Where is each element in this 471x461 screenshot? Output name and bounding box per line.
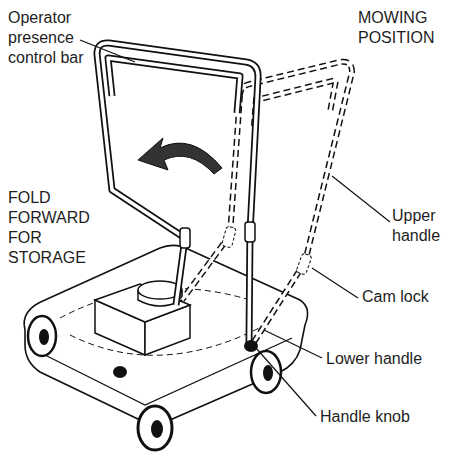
leader-line [80,40,135,62]
part-label: Cam lock [362,287,429,307]
solid-handle-fill [97,43,258,343]
wheel-hub [263,365,273,381]
cam-lock-dashed [222,226,237,248]
wheel [28,316,56,356]
part-label: Upper handle [392,206,452,246]
fold-arrow [138,138,222,174]
cam-lock [245,222,255,242]
leader-line [256,348,316,416]
handle-knob [113,366,127,378]
cam-lock [180,228,190,248]
leader-line [332,176,390,222]
part-label: FOLD FORWARD FOR STORAGE [8,188,98,268]
solid-handle-outline [97,43,258,343]
part-label: MOWING POSITION [358,8,458,48]
part-label: Lower handle [326,349,422,369]
wheel-hub [151,420,163,438]
handle-knob [244,340,258,352]
cam-lock-dashed [296,253,312,275]
part-label: Operator presence control bar [8,8,100,68]
dashed-handle [182,62,352,345]
part-label: Handle knob [320,407,410,427]
leader-line [312,268,358,298]
leader-line [264,330,322,358]
dashed-handle-fill [182,62,352,345]
mower-deck [24,245,307,424]
dashed-handle-outline [182,62,352,345]
wheel [138,406,172,450]
solid-handle [97,43,258,378]
wheel-hub [39,329,49,345]
